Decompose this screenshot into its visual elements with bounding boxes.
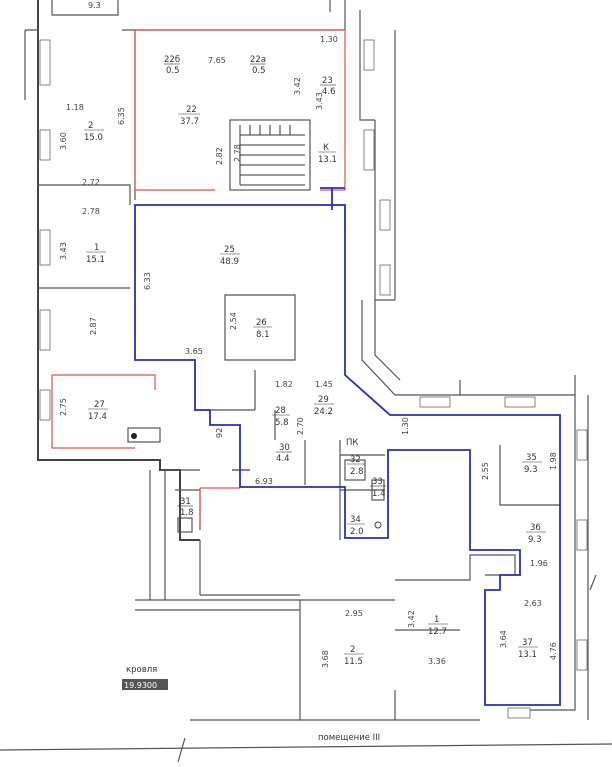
room-33-num: 33 — [372, 477, 383, 487]
dim-2-63: 2.63 — [524, 599, 542, 608]
dim-3-60: 3.60 — [59, 132, 68, 150]
room-26-num: 26 — [256, 318, 267, 328]
stamp-label: 19.9300 — [124, 681, 157, 690]
room-2top-area: 15.0 — [84, 133, 103, 143]
dim-7-65: 7.65 — [208, 56, 226, 65]
room-22b-area: 0.5 — [166, 66, 180, 76]
room-1bot-area: 12.7 — [428, 627, 447, 637]
dim-9-3: 9.3 — [88, 1, 101, 10]
room-2bot-area: 11.5 — [344, 657, 363, 667]
room-30-area: 4.4 — [276, 454, 290, 464]
dim-3-42-bot: 3.42 — [407, 610, 416, 628]
dim-1-45: 1.45 — [315, 380, 333, 389]
dim-3-42-top: 3.42 — [293, 77, 302, 95]
dim-3-65: 3.65 — [185, 347, 203, 356]
room-27-num: 27 — [94, 400, 105, 410]
pk-label: ПК — [346, 438, 358, 448]
windows — [39, 39, 588, 719]
dim-3-36: 3.36 — [428, 657, 446, 666]
room-1bot-num: 1 — [434, 615, 439, 625]
room-2top-num: 2 — [88, 121, 93, 131]
room-28-area: 5.8 — [275, 418, 289, 428]
dim-2-70: 2.70 — [296, 417, 305, 435]
room-26-area: 8.1 — [256, 330, 270, 340]
dim-1-30-top: 1.30 — [320, 35, 338, 44]
blue-boundary — [134, 187, 561, 706]
dim-2-78-stair: 2.78 — [233, 144, 242, 162]
dim-3-68: 3.68 — [321, 650, 330, 668]
room-34-area: 2.0 — [350, 527, 364, 537]
room-25-num: 25 — [224, 245, 235, 255]
room-k-num: К — [323, 143, 329, 153]
room-28-num: 28 — [275, 406, 286, 416]
room-30-num: 30 — [279, 443, 290, 453]
room-31-area: 1.8 — [180, 508, 194, 518]
room-23-num: 23 — [322, 76, 333, 86]
room-25-area: 48.9 — [220, 257, 239, 267]
room-22b-num: 22б — [164, 55, 180, 65]
room-35-num: 35 — [526, 453, 537, 463]
dim-2-87: 2.87 — [89, 317, 98, 335]
dim-2-75: 2.75 — [59, 398, 68, 416]
room-labels: 22б 0.5 22а 0.5 22 37.7 23 4.6 К 13.1 2 … — [84, 55, 546, 667]
room-36-num: 36 — [530, 523, 541, 533]
room-37-area: 13.1 — [518, 650, 537, 660]
room-31-num: 31 — [180, 497, 191, 507]
room-32-num: 32 — [350, 455, 361, 465]
room-k-area: 13.1 — [318, 155, 337, 165]
room-35-area: 9.3 — [524, 465, 538, 475]
room-1top-area: 15.1 — [86, 255, 105, 265]
dim-3-43-left: 3.43 — [59, 242, 68, 260]
dim-6-33: 6.33 — [143, 272, 152, 290]
room-29-area: 24.2 — [314, 407, 333, 417]
dim-1-82: 1.82 — [275, 380, 293, 389]
dim-2-55: 2.55 — [481, 462, 490, 480]
dim-6-35: 6.35 — [117, 107, 126, 125]
dim-1-30-mid: 1.30 — [401, 417, 410, 435]
room-22-num: 22 — [186, 105, 197, 115]
room-32-area: 2.8 — [350, 467, 364, 477]
room-33-area: 1.4 — [372, 489, 386, 499]
room-23-area: 4.6 — [322, 87, 336, 97]
dim-1-98: 1.98 — [549, 452, 558, 470]
room-22a-num: 22а — [250, 55, 266, 65]
roof-label: кровля — [126, 665, 157, 675]
room-36-area: 9.3 — [528, 535, 542, 545]
dim-2-72: 2.72 — [82, 178, 100, 187]
dim-3-64: 3.64 — [499, 630, 508, 648]
misc-labels: ПК кровля 19.9300 помещение III — [122, 438, 380, 743]
room-1top-num: 1 — [94, 243, 99, 253]
dim-2-82: 2.82 — [215, 147, 224, 165]
dim-4-76: 4.76 — [549, 642, 558, 660]
red-boundaries — [51, 29, 346, 525]
dim-1-96: 1.96 — [530, 559, 548, 568]
dim-2-95: 2.95 — [345, 609, 363, 618]
room-37-num: 37 — [522, 638, 533, 648]
dim-2-78: 2.78 — [82, 207, 100, 216]
stamp-box — [122, 679, 168, 690]
room-27-area: 17.4 — [88, 412, 107, 422]
room-2bot-num: 2 — [350, 645, 355, 655]
dim-1-18: 1.18 — [66, 103, 84, 112]
room-34-num: 34 — [350, 515, 361, 525]
dim-6-93: 6.93 — [255, 477, 273, 486]
interior-walls — [160, 204, 560, 631]
dimension-labels: 9.3 1.30 7.65 3.42 3.43 6.35 1.18 3.60 2… — [59, 1, 558, 668]
dim-92: 92 — [215, 428, 224, 438]
dim-2-54: 2.54 — [229, 312, 238, 330]
room-22a-area: 0.5 — [252, 66, 266, 76]
dim-3-43: 3.43 — [315, 92, 324, 110]
staircase — [229, 119, 311, 191]
premises-label: помещение III — [318, 733, 380, 743]
room-29-num: 29 — [318, 395, 329, 405]
fixtures — [127, 427, 385, 533]
room-22-area: 37.7 — [180, 117, 199, 127]
